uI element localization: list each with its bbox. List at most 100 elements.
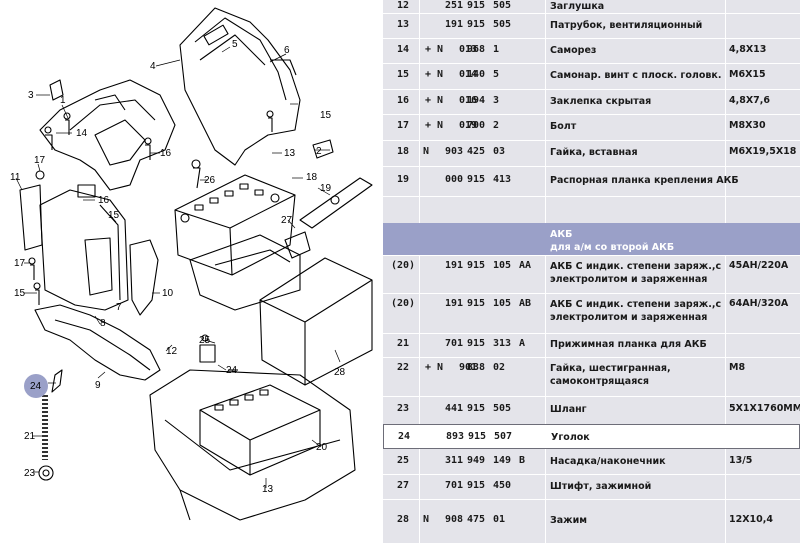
part-number-suffix: A bbox=[519, 338, 526, 349]
callout-5[interactable]: 5 bbox=[232, 39, 238, 50]
callout-15a[interactable]: 14 bbox=[76, 128, 88, 139]
part-number-group-1: 893 bbox=[445, 431, 464, 442]
description-cell: Болт bbox=[550, 121, 577, 132]
part-number-group-2: 949 bbox=[467, 455, 486, 466]
callout-28[interactable]: 26 bbox=[204, 175, 216, 186]
spec-cell: M6X19,5X18 bbox=[729, 146, 797, 157]
callout-25[interactable]: 23 bbox=[24, 468, 36, 479]
pos-cell: 13 bbox=[396, 19, 410, 30]
callout-3[interactable]: 3 bbox=[28, 90, 34, 101]
callout-13[interactable]: 13 bbox=[262, 484, 274, 495]
part-number-group-1: 251 bbox=[444, 0, 463, 11]
callout-22[interactable]: 20 bbox=[316, 442, 328, 453]
callout-19b[interactable]: 17 bbox=[14, 258, 26, 269]
description-cell: Прижимная планка для АКБ bbox=[550, 339, 707, 350]
part-number-group-3: 1 bbox=[493, 44, 500, 55]
diagram-drawing: 3 1 6 4 5 14 15 2 17 16 16 26 13 18 11 1… bbox=[10, 7, 373, 521]
callout-15b[interactable]: 15 bbox=[320, 110, 332, 121]
callout-20[interactable]: 18 bbox=[306, 172, 318, 183]
part-number-group-1: 701 bbox=[444, 480, 463, 491]
flag-cell: + bbox=[425, 95, 432, 106]
table-section-header[interactable]: АКБ для а/м со второй АКБ bbox=[383, 223, 800, 256]
callout-7[interactable]: 7 bbox=[116, 302, 122, 313]
column-divider bbox=[419, 0, 420, 543]
n-cell: N bbox=[437, 120, 444, 131]
part-number-group-3: 313 bbox=[493, 338, 512, 349]
part-number-group-2: 915 bbox=[468, 431, 487, 442]
callout-26[interactable]: 24 bbox=[226, 365, 238, 376]
part-number-group-3: 507 bbox=[494, 431, 513, 442]
callout-11[interactable]: 11 bbox=[10, 172, 21, 183]
callout-12[interactable]: 12 bbox=[166, 346, 178, 357]
callout-27[interactable]: 25 bbox=[199, 335, 211, 346]
callout-29[interactable]: 27 bbox=[281, 215, 293, 226]
callout-17[interactable]: 16 bbox=[160, 148, 172, 159]
flag-cell: + bbox=[425, 362, 432, 373]
spec-cell: 13/5 bbox=[729, 455, 753, 466]
spec-cell: 5X1X1760MM bbox=[729, 403, 800, 414]
spec-cell: 12X10,4 bbox=[729, 514, 773, 525]
callout-10[interactable]: 10 bbox=[162, 288, 174, 299]
spec-cell: 4,8X7,6 bbox=[729, 95, 770, 106]
callout-16b[interactable]: 15 bbox=[108, 210, 120, 221]
callout-8[interactable]: 8 bbox=[100, 318, 106, 329]
callout-4[interactable]: 4 bbox=[150, 61, 156, 72]
part-number-group-2: 425 bbox=[467, 146, 486, 157]
part-number-group-3: 505 bbox=[493, 403, 512, 414]
callout-2[interactable]: 2 bbox=[316, 146, 322, 157]
callout-21[interactable]: 19 bbox=[320, 183, 332, 194]
description-cell: Заклепка скрытая bbox=[550, 96, 652, 107]
part-number-group-3: 505 bbox=[493, 0, 512, 11]
part-number-group-2: 838 bbox=[467, 362, 486, 373]
part-number-group-2: 700 bbox=[467, 120, 486, 131]
part-number-group-3: 03 bbox=[493, 146, 506, 157]
callout-16a[interactable]: 15 bbox=[14, 288, 26, 299]
description-cell: Уголок bbox=[551, 432, 590, 443]
pos-cell: (20) bbox=[390, 298, 416, 309]
part-number-group-1: 191 bbox=[444, 19, 463, 30]
description-cell: Распорная планка крепления АКБ bbox=[550, 175, 739, 186]
callout-1[interactable]: 1 bbox=[60, 95, 66, 106]
part-number-group-1: 014 bbox=[458, 69, 477, 80]
spec-cell: 45AH/220A bbox=[729, 260, 789, 271]
pos-cell: 21 bbox=[396, 338, 410, 349]
description-cell: Самонар. винт с плоск. головк. bbox=[550, 70, 722, 81]
callout-9[interactable]: 9 bbox=[95, 380, 101, 391]
callout-6[interactable]: 6 bbox=[284, 45, 290, 56]
callout-23[interactable]: 21 bbox=[24, 431, 36, 442]
callout-24-badge[interactable] bbox=[24, 374, 48, 398]
part-number-group-3: 5 bbox=[493, 69, 500, 80]
callout-18[interactable]: 16 bbox=[98, 195, 110, 206]
table-row[interactable] bbox=[383, 196, 800, 224]
part-number-group-1: 903 bbox=[444, 146, 463, 157]
description-cell: АКБ С индик. степени заряж.,с электролит… bbox=[550, 299, 722, 323]
callout-30[interactable]: 28 bbox=[334, 367, 346, 378]
callout-15c[interactable]: 13 bbox=[284, 148, 296, 159]
part-number-group-1: 311 bbox=[444, 455, 463, 466]
spec-cell: M8 bbox=[729, 362, 746, 373]
part-number-suffix: AB bbox=[519, 298, 532, 309]
spec-cell: 64AH/320A bbox=[729, 298, 789, 309]
callout-19[interactable]: 17 bbox=[34, 155, 46, 166]
callout-24[interactable]: 24 bbox=[30, 381, 42, 392]
part-number-group-1: 901 bbox=[458, 362, 477, 373]
part-number-group-3: 505 bbox=[493, 19, 512, 30]
part-number-group-3: 02 bbox=[493, 362, 506, 373]
